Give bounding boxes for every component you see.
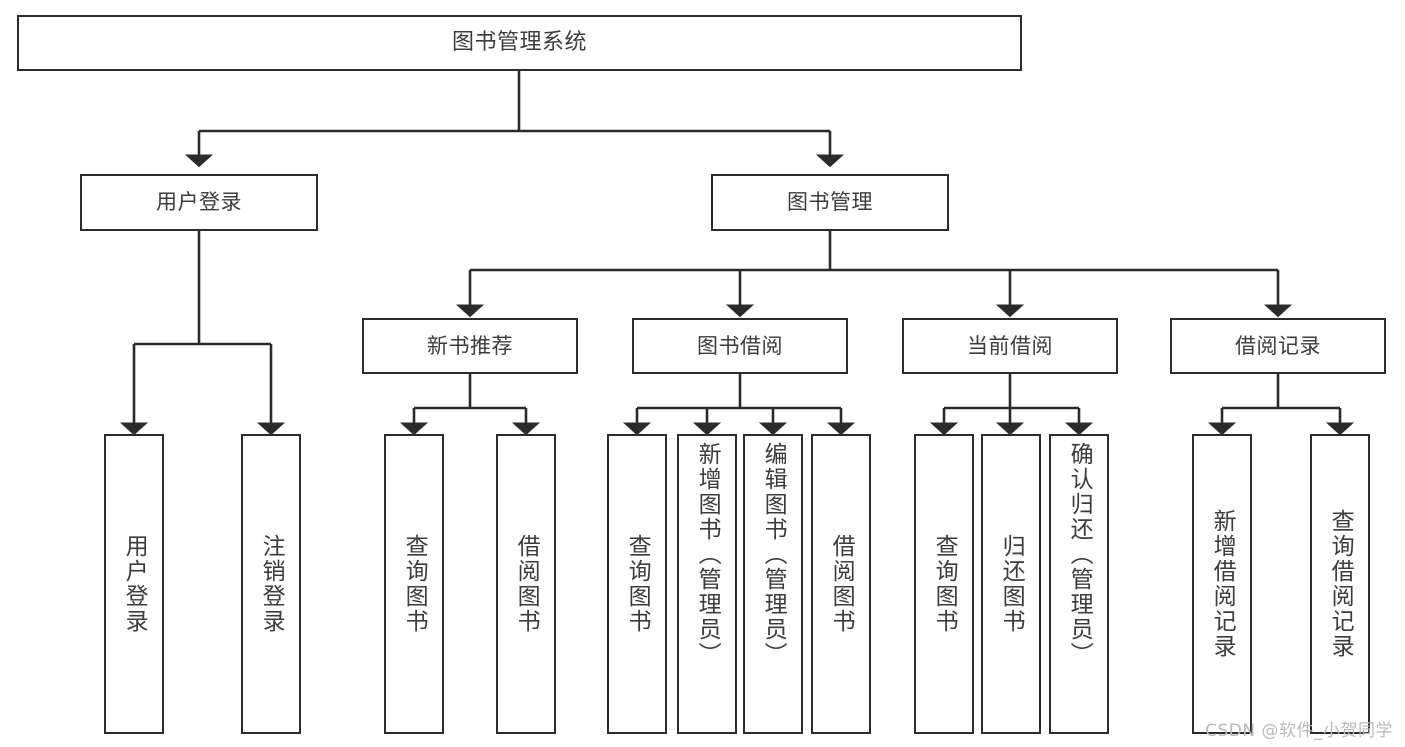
node-label: 图书借阅: [697, 333, 783, 358]
leaf-newbook-borrow-book[interactable]: 借阅图书: [496, 434, 556, 734]
leaf-borrow-query-book[interactable]: 查询图书: [607, 434, 667, 734]
leaf-user-login[interactable]: 用户登录: [104, 434, 164, 734]
node-label: 借阅图书: [513, 534, 540, 634]
node-root-system[interactable]: 图书管理系统: [17, 15, 1022, 71]
node-label: 当前借阅: [967, 333, 1053, 358]
node-label: 注销登录: [258, 534, 285, 634]
leaf-records-query-record[interactable]: 查询借阅记录: [1310, 434, 1370, 734]
leaf-user-logout[interactable]: 注销登录: [241, 434, 301, 734]
leaf-borrow-edit-book-admin[interactable]: 编辑图书（管理员）: [743, 434, 803, 734]
leaf-borrow-add-book-admin[interactable]: 新增图书（管理员）: [677, 434, 737, 734]
node-label: 确认归还（管理员）: [1066, 442, 1093, 667]
node-label: 借阅图书: [828, 534, 855, 634]
leaf-records-add-record[interactable]: 新增借阅记录: [1192, 434, 1252, 734]
node-label: 新增图书（管理员）: [694, 442, 721, 667]
node-label: 借阅记录: [1235, 333, 1321, 358]
node-label: 归还图书: [998, 534, 1025, 634]
node-label: 查询图书: [931, 534, 958, 634]
node-label: 用户登录: [121, 534, 148, 634]
leaf-newbook-query-book[interactable]: 查询图书: [384, 434, 444, 734]
node-label: 查询借阅记录: [1327, 509, 1354, 659]
node-label: 编辑图书（管理员）: [760, 442, 787, 667]
node-book-management[interactable]: 图书管理: [711, 174, 949, 231]
watermark: CSDN @软件_小贺同学: [1205, 721, 1393, 741]
node-label: 图书管理系统: [451, 30, 587, 56]
node-new-book-recommend[interactable]: 新书推荐: [362, 318, 578, 374]
leaf-borrow-borrow-book[interactable]: 借阅图书: [811, 434, 871, 734]
node-label: 图书管理: [787, 190, 873, 215]
node-current-borrow[interactable]: 当前借阅: [902, 318, 1118, 374]
node-label: 查询图书: [401, 534, 428, 634]
node-label: 用户登录: [156, 190, 242, 215]
leaf-current-query-book[interactable]: 查询图书: [914, 434, 974, 734]
leaf-current-confirm-return-admin[interactable]: 确认归还（管理员）: [1049, 434, 1109, 734]
node-user-login[interactable]: 用户登录: [80, 174, 318, 231]
node-label: 新增借阅记录: [1209, 509, 1236, 659]
node-label: 查询图书: [624, 534, 651, 634]
node-label: 新书推荐: [427, 333, 513, 358]
node-borrow-records[interactable]: 借阅记录: [1170, 318, 1386, 374]
node-book-borrow[interactable]: 图书借阅: [632, 318, 848, 374]
leaf-current-return-book[interactable]: 归还图书: [981, 434, 1041, 734]
